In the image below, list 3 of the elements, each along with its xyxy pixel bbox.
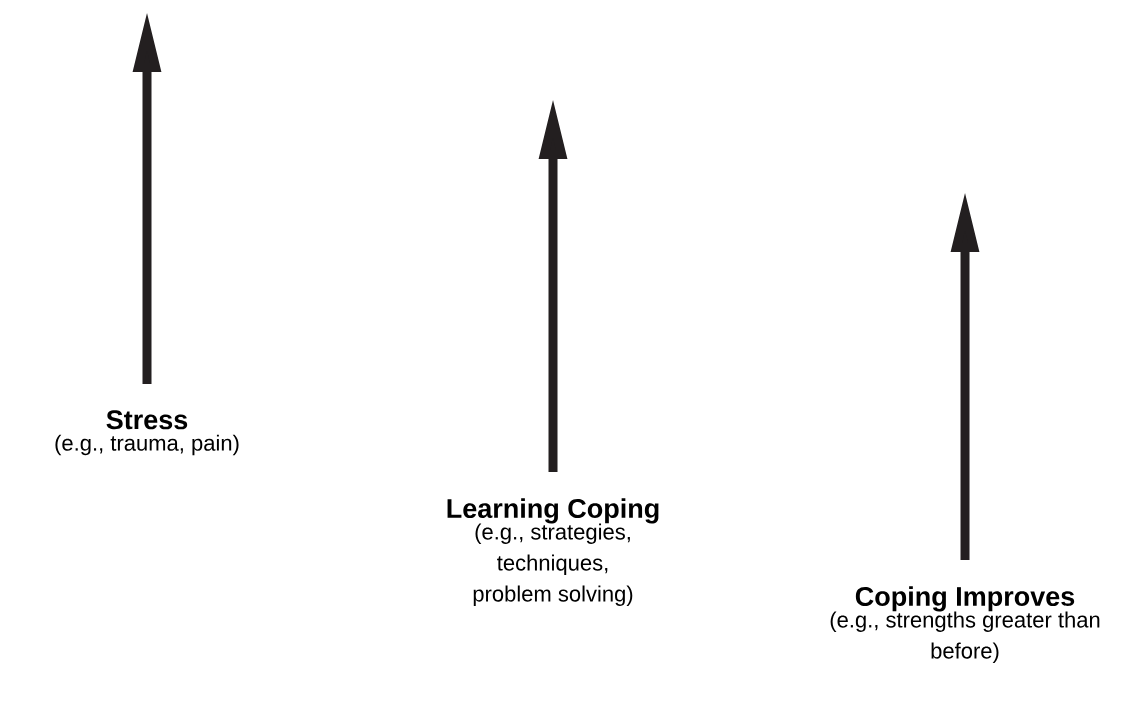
text-label: Coping Improves (e.g., strengths greater than before)	[830, 586, 1100, 663]
text-label: Learning Coping (e.g., strategies, techniques, problem solving)	[447, 498, 659, 606]
text-label: Stress (e.g., trauma, pain)	[55, 410, 239, 456]
